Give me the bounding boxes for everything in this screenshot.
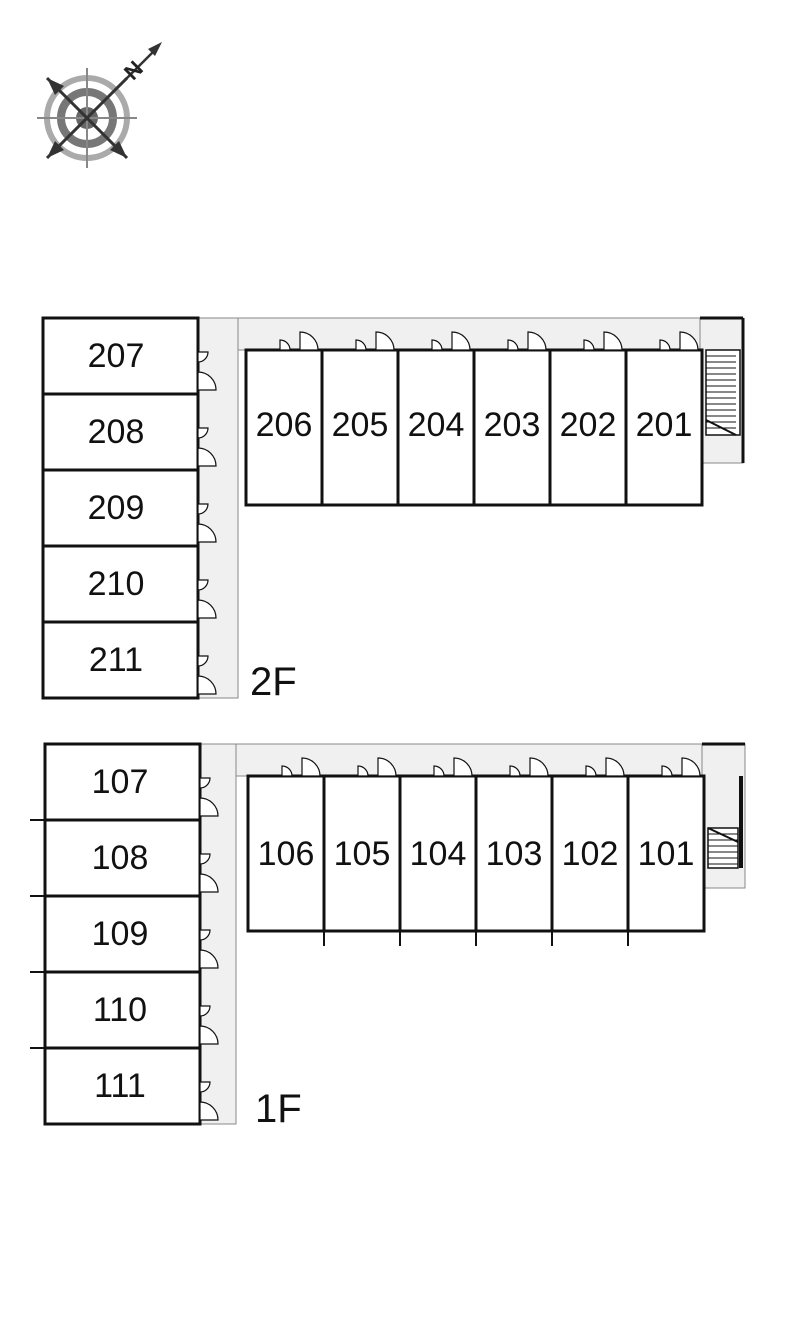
door-icon	[375, 331, 395, 351]
door-icon	[355, 339, 367, 351]
unit-room	[320, 348, 400, 507]
door-icon	[199, 853, 211, 865]
door-icon	[603, 331, 623, 351]
door-icon	[197, 655, 209, 667]
unit-room	[550, 774, 630, 933]
unit-room	[43, 894, 202, 974]
door-icon	[659, 339, 671, 351]
door-icon	[199, 1005, 211, 1017]
unit-label: 205	[332, 406, 389, 444]
door-icon	[199, 1025, 219, 1045]
door-icon	[197, 579, 209, 591]
floor-2f: 207 208 209 210 211 206 205 204 203 202 …	[41, 316, 745, 704]
unit-label: 107	[92, 763, 149, 801]
door-icon	[433, 765, 445, 777]
unit-room	[41, 392, 200, 472]
unit-label: 103	[486, 835, 543, 873]
unit-label: 206	[256, 406, 313, 444]
unit-label: 109	[92, 915, 149, 953]
unit-label: 108	[92, 839, 149, 877]
unit-label: 105	[334, 835, 391, 873]
door-icon	[431, 339, 443, 351]
floor-1f: 107 108 109 110 111 106 105 104 103 102 …	[30, 742, 746, 1131]
unit-label: 102	[562, 835, 619, 873]
door-icon	[681, 757, 701, 777]
door-icon	[377, 757, 397, 777]
unit-room	[548, 348, 628, 507]
unit-label: 211	[89, 641, 143, 679]
door-icon	[199, 1081, 211, 1093]
unit-room	[246, 774, 326, 933]
unit-room	[43, 1046, 202, 1126]
door-icon	[197, 599, 217, 619]
unit-room	[41, 468, 200, 548]
unit-label: 110	[93, 991, 147, 1029]
floor-label: 1F	[255, 1087, 302, 1131]
door-icon	[507, 339, 519, 351]
door-icon	[451, 331, 471, 351]
unit-room	[43, 818, 202, 898]
unit-room	[472, 348, 552, 507]
door-icon	[585, 765, 597, 777]
door-icon	[661, 765, 673, 777]
door-icon	[281, 765, 293, 777]
unit-label: 106	[258, 835, 315, 873]
unit-room	[41, 620, 200, 700]
door-icon	[357, 765, 369, 777]
unit-label: 208	[88, 413, 145, 451]
door-icon	[279, 339, 291, 351]
unit-room	[41, 544, 200, 624]
unit-room	[474, 774, 554, 933]
unit-label: 203	[484, 406, 541, 444]
door-icon	[199, 929, 211, 941]
unit-label: 210	[88, 565, 145, 603]
door-icon	[199, 797, 219, 817]
unit-room	[244, 348, 324, 507]
door-icon	[509, 765, 521, 777]
unit-room	[398, 774, 478, 933]
unit-label: 201	[636, 406, 693, 444]
unit-label: 209	[88, 489, 145, 527]
staircase	[705, 349, 741, 436]
door-icon	[529, 757, 549, 777]
floor-label: 2F	[250, 660, 297, 704]
door-icon	[197, 675, 217, 695]
door-icon	[197, 351, 209, 363]
unit-label: 204	[408, 406, 465, 444]
door-icon	[197, 503, 209, 515]
door-icon	[605, 757, 625, 777]
door-icon	[199, 949, 219, 969]
door-icon	[299, 331, 319, 351]
door-icon	[199, 777, 211, 789]
unit-room	[396, 348, 476, 507]
unit-room	[626, 774, 706, 933]
unit-label: 202	[560, 406, 617, 444]
door-icon	[199, 1101, 219, 1121]
door-icon	[527, 331, 547, 351]
unit-label: 104	[410, 835, 467, 873]
unit-label: 111	[94, 1067, 146, 1105]
door-icon	[197, 523, 217, 543]
compass-icon: N	[37, 42, 162, 168]
unit-label: 101	[638, 835, 695, 873]
door-icon	[583, 339, 595, 351]
door-icon	[197, 427, 209, 439]
door-icon	[197, 371, 217, 391]
staircase	[707, 827, 739, 869]
door-icon	[301, 757, 321, 777]
unit-room	[43, 970, 202, 1050]
unit-label: 207	[88, 337, 145, 375]
door-icon	[453, 757, 473, 777]
door-icon	[679, 331, 699, 351]
unit-room	[322, 774, 402, 933]
door-icon	[197, 447, 217, 467]
door-icon	[199, 873, 219, 893]
